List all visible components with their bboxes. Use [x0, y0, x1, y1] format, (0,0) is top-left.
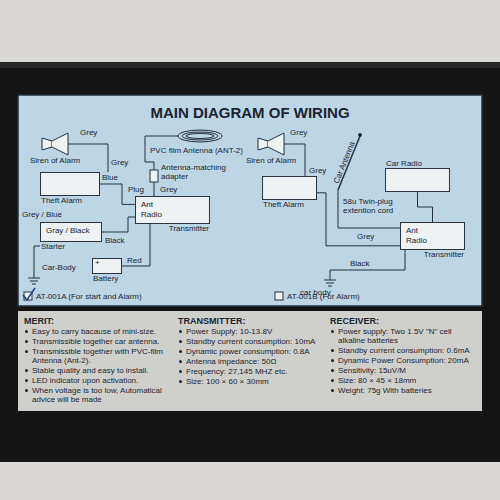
box-heading: Theft Alarm	[263, 200, 304, 209]
bullet-dot	[179, 370, 182, 373]
spec-item: Size: 100 × 60 × 30mm	[178, 377, 326, 386]
bullet-dot	[331, 330, 334, 333]
box-text: Ant	[141, 200, 204, 210]
wire-connector	[122, 224, 150, 266]
bullet-dot	[179, 380, 182, 383]
section-heading: TRANSMITTER:	[178, 316, 326, 327]
bullet-dot	[25, 330, 28, 333]
wire-label: Grey	[80, 128, 97, 137]
device-box: Car Radio	[385, 168, 450, 192]
bullet-dot	[25, 379, 28, 382]
section-heading: RECEIVER:	[330, 316, 478, 327]
spec-item: Standby current consumption: 0.6mA	[330, 346, 478, 355]
wire-label: AT-001B (For Alarm)	[287, 292, 360, 301]
bullet-dot	[331, 389, 334, 392]
spec-item: Sensitivity: 15uV/M	[330, 366, 478, 375]
spec-item: Power supply: Two 1.5V "N" cell alkaline…	[330, 327, 478, 345]
wire-label: Grey	[309, 166, 326, 175]
box-heading: Battery	[93, 274, 118, 283]
box-heading: Transmitter	[424, 250, 464, 259]
spec-item: When voltage is too low, Automatical adv…	[24, 386, 172, 404]
spec-item: Frequency: 27,145 MHZ etc.	[178, 367, 326, 376]
device-box: Gray / BlackStarter	[40, 222, 102, 242]
wire-label: Antenna-matching adapter	[161, 163, 233, 181]
bullet-dot	[179, 330, 182, 333]
spec-item: Easy to carry bacause of mini-size.	[24, 327, 172, 336]
bullet-dot	[25, 350, 28, 353]
wire-label: Grey / Blue	[22, 210, 62, 219]
wire-label: Grey	[111, 158, 128, 167]
spec-item: Transmissible together with PVC-film Ant…	[24, 347, 172, 365]
wire-label: Grey	[160, 185, 177, 194]
wire-label: Grey	[356, 232, 375, 241]
bullet-dot	[179, 360, 182, 363]
spec-item: Dynamic power consumption: 0.8A	[178, 347, 326, 356]
spec-item: Stable quality and easy to install.	[24, 366, 172, 375]
wire-label: Siren of Alarm	[246, 156, 296, 165]
bullet-dot	[331, 349, 334, 352]
wire-label: Car-Body	[42, 263, 76, 272]
spec-item: Power Supply: 10-13.8V	[178, 327, 326, 336]
box-text: Radio	[406, 236, 459, 246]
device-box: Theft Alarm	[262, 176, 317, 200]
device-box: AntRadioTransmitter	[135, 196, 210, 224]
box-text: Gray / Black	[46, 226, 96, 236]
bullet-dot	[25, 340, 28, 343]
wire-label: Black	[350, 259, 370, 268]
bullet-dot	[331, 369, 334, 372]
spec-item: Antenna impedance: 50Ω	[178, 357, 326, 366]
bullet-dot	[331, 359, 334, 362]
box-text: Radio	[141, 210, 204, 220]
wire-connector	[418, 192, 433, 222]
wire-label: Plug	[128, 185, 144, 194]
spec-item: LED indicator upon activation.	[24, 376, 172, 385]
box-text: Ant	[406, 226, 459, 236]
wire-label: PVC film Antenna (ANT-2)	[150, 146, 243, 155]
bullet-dot	[179, 350, 182, 353]
bullet-dot	[25, 369, 28, 372]
wire-label: Siren of Alarm	[30, 156, 80, 165]
wire-label: 58u Twin-plug extention cord	[342, 197, 412, 215]
wire-connector	[102, 217, 135, 232]
wire-label: Grey	[290, 128, 307, 137]
wire-label: +	[95, 258, 100, 267]
device-box: Theft Alarm	[40, 172, 100, 196]
spec-item: Standby current consumption: 10mA	[178, 337, 326, 346]
section-heading: MERIT:	[24, 316, 172, 327]
spec-column: MERIT:Easy to carry bacause of mini-size…	[24, 316, 172, 405]
bullet-dot	[25, 389, 28, 392]
bullet-dot	[179, 340, 182, 343]
box-heading: Car Radio	[386, 159, 422, 168]
diagram-title: MAIN DIAGRAM OF WIRING	[0, 104, 500, 122]
spec-item: Size: 80 × 45 × 18mm	[330, 376, 478, 385]
spec-item: Dynamic Power Consumption: 20mA	[330, 356, 478, 365]
spec-item: Weight: 75g With batteries	[330, 386, 478, 395]
bullet-dot	[331, 379, 334, 382]
spec-item: Transmissible together car antenna.	[24, 337, 172, 346]
device-box: AntRadioTransmitter	[400, 222, 465, 250]
wire-label: Blue	[101, 173, 119, 182]
spec-column: RECEIVER:Power supply: Two 1.5V "N" cell…	[330, 316, 478, 396]
wire-label: Red	[126, 256, 143, 265]
box-heading: Transmitter	[169, 224, 209, 233]
wire-label: AT-001A (For start and Alarm)	[36, 292, 142, 301]
wire-label: Black	[104, 236, 126, 245]
spec-column: TRANSMITTER:Power Supply: 10-13.8VStandb…	[178, 316, 326, 387]
box-heading: Starter	[41, 242, 65, 251]
box-heading: Theft Alarm	[41, 196, 82, 205]
